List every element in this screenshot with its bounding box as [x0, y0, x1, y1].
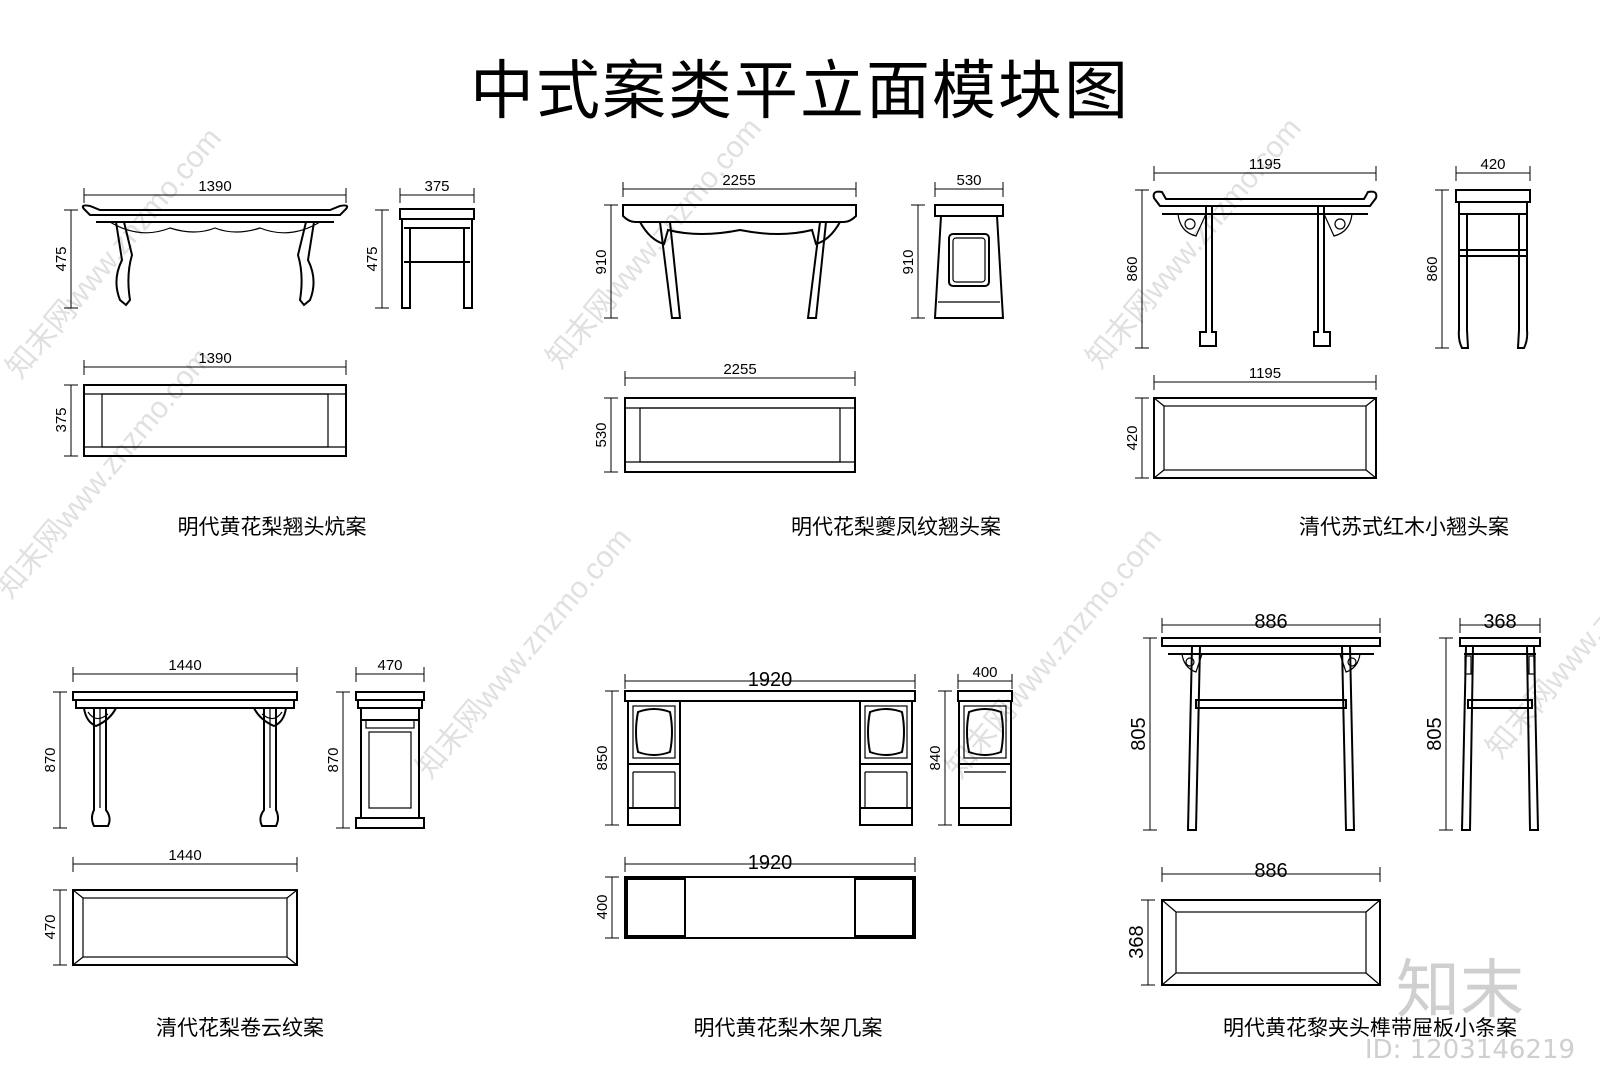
dim-side-height: 870: [325, 747, 342, 772]
dim-side-width: 368: [1483, 611, 1516, 633]
dim-front-height: 475: [53, 246, 70, 271]
image-id: ID: 1203146219: [1365, 1035, 1575, 1065]
dim-side-height: 840: [927, 745, 944, 770]
dim-front-height: 870: [42, 747, 59, 772]
dim-side-width: 375: [424, 178, 449, 195]
dim-side-width: 400: [972, 664, 997, 681]
caption: 明代花梨夔凤纹翘头案: [791, 515, 1001, 539]
caption: 明代黄花梨翘头炕案: [178, 515, 367, 539]
dim-side-height: 475: [364, 246, 381, 271]
dim-front-width: 886: [1254, 611, 1287, 633]
dim-front-width: 1920: [748, 669, 793, 691]
dim-plan-width: 2255: [723, 361, 756, 378]
dim-front-height: 850: [594, 745, 611, 770]
caption: 清代苏式红木小翘头案: [1299, 515, 1509, 539]
stand-left: [627, 700, 681, 826]
dim-plan-width: 1920: [748, 852, 793, 874]
dim-side-height: 805: [1424, 717, 1446, 750]
caption: 明代黄花黎夹头榫带屉板小条案: [1223, 1016, 1517, 1040]
item-3: 1195 860 420 860 1195 420: [1124, 156, 1531, 539]
dim-front-width: 1440: [168, 657, 201, 674]
item-5: 1920 850 400 840: [594, 664, 1013, 1040]
watermark-text: 知末网www.znzmo.com: [0, 342, 218, 605]
caption: 清代花梨卷云纹案: [156, 1016, 324, 1040]
dim-side-width: 470: [377, 657, 402, 674]
brand-logo: 知末: [1396, 954, 1524, 1028]
stand-right: [859, 700, 913, 826]
dim-plan-width: 1195: [1249, 365, 1281, 382]
item-4: 1440 870 470 870 1440 470: [42, 657, 425, 1040]
dim-front-height: 910: [593, 249, 610, 274]
item-1: 1390 475 375 475 1390 375 明代黄花梨: [53, 178, 475, 539]
dim-front-width: 1195: [1249, 156, 1281, 173]
dim-plan-height: 470: [42, 914, 59, 939]
caption: 明代黄花梨木架几案: [694, 1016, 883, 1040]
dim-side-height: 910: [900, 249, 917, 274]
watermark-text: 知末网www.znzmo.com: [1480, 502, 1600, 765]
dim-side-width: 530: [956, 172, 981, 189]
item-2: 2255 910 530 910 2255 530 明代花梨夔凤纹翘头案: [593, 172, 1005, 539]
dim-plan-width: 886: [1254, 860, 1287, 882]
dim-plan-height: 375: [53, 407, 70, 432]
watermark-text: 知末网www.znzmo.com: [540, 112, 768, 375]
dim-front-width: 2255: [722, 172, 755, 189]
watermark-text: 知末网www.znzmo.com: [1080, 112, 1308, 375]
dim-front-width: 1390: [198, 178, 231, 195]
dim-plan-width: 1440: [168, 847, 201, 864]
dim-plan-height: 530: [593, 422, 610, 447]
watermarks: 知末网www.znzmo.com 知末网www.znzmo.com 知末网www…: [0, 112, 1600, 785]
watermark-text: 知末网www.znzmo.com: [410, 522, 638, 785]
dim-plan-height: 368: [1126, 925, 1148, 958]
item-6: 886 805 368 805 886 368 明代: [1126, 611, 1541, 1040]
page-title: 中式案类平立面模块图: [470, 55, 1130, 129]
dim-plan-height: 400: [594, 894, 611, 919]
dim-front-height: 805: [1128, 717, 1150, 750]
dim-side-height: 860: [1424, 256, 1441, 281]
dim-plan-height: 420: [1124, 425, 1141, 450]
dim-plan-width: 1390: [198, 350, 231, 367]
dim-front-height: 860: [1124, 256, 1141, 281]
dim-side-width: 420: [1480, 156, 1505, 173]
